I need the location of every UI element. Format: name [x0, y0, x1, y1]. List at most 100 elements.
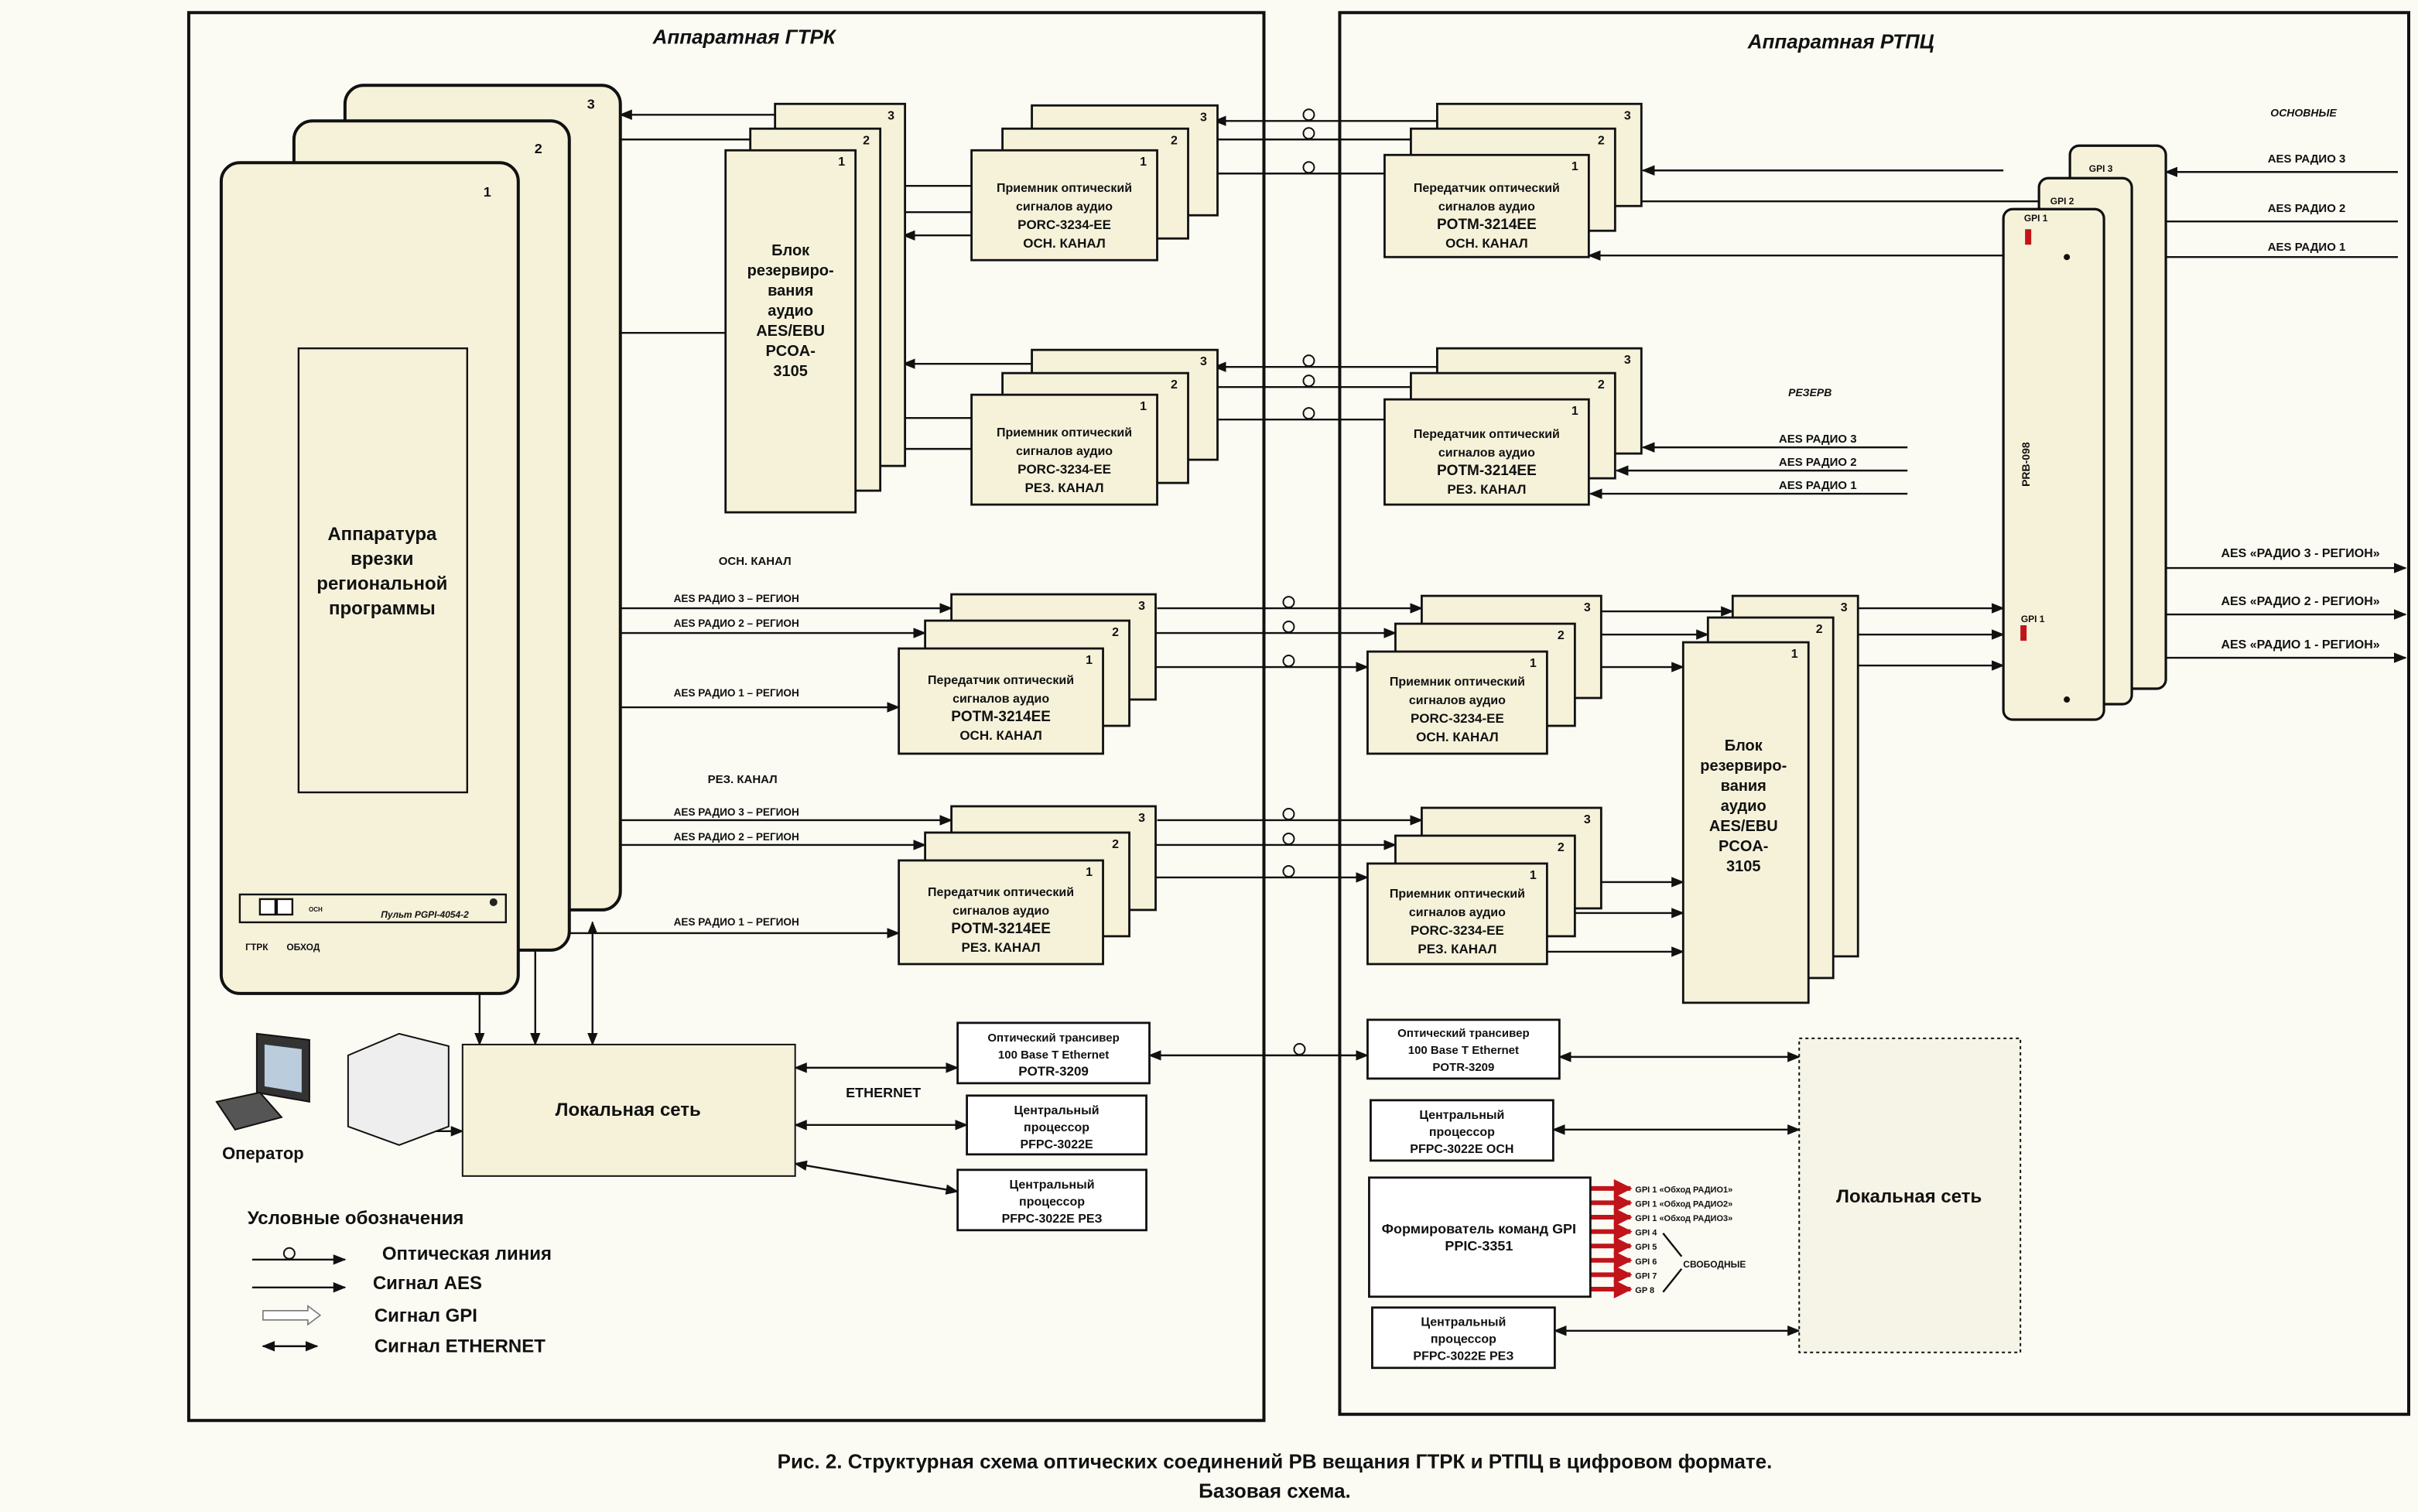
inputs-main-title: ОСНОВНЫЕ: [2270, 106, 2337, 118]
right-processor-osn-text: PFPC-3022E ОСН: [1410, 1143, 1513, 1156]
left-tx-rez-unit-1: [898, 859, 1104, 966]
gtrk-inner-panel: [297, 347, 469, 794]
monitor-screen: [264, 1044, 302, 1093]
optical-line-marker: [1293, 1042, 1306, 1055]
panel-name: Пульт PGPI-4054-2: [381, 909, 469, 920]
left-receiver-rez-number: 3: [1200, 355, 1207, 368]
input-main-label: AES РАДИО 2: [2268, 202, 2346, 215]
optical-line-marker: [1282, 864, 1295, 877]
ethernet-link: [794, 1160, 959, 1195]
right-transceiver-text: Оптический трансивер: [1397, 1027, 1529, 1040]
gpi-output-label: GP 8: [1635, 1286, 1654, 1295]
right-tx-rez-text: РЕЗ. КАНАЛ: [1447, 482, 1526, 497]
input-reserve-label: AES РАДИО 2: [1779, 456, 1857, 469]
right-reserve-block-text: Блок: [1725, 737, 1763, 754]
left-tx-rez-text: Передатчик оптический: [928, 886, 1074, 899]
right-tx-osn-text: Передатчик оптический: [1414, 182, 1560, 195]
left-processor-text: PFPC-3022E: [1020, 1138, 1093, 1151]
right-receiver-rez-number: 2: [1558, 841, 1565, 854]
left-tx-osn-text: POTM-3214EE: [951, 709, 1051, 725]
button-gtrk-label: ГТРК: [245, 942, 268, 953]
left-transceiver-text: Оптический трансивер: [987, 1031, 1119, 1045]
right-processor-rez-text: PFPC-3022E РЕЗ: [1413, 1350, 1513, 1363]
left-tx-osn-text: Передатчик оптический: [928, 674, 1074, 687]
left-processor-rez-box: [956, 1168, 1147, 1232]
left-receiver-osn-number: 2: [1171, 134, 1178, 147]
optical-line-marker: [282, 1247, 296, 1260]
output-label: AES «РАДИО 1 - РЕГИОН»: [2221, 638, 2379, 652]
legend-optical-label: Оптическая линия: [382, 1243, 552, 1264]
prb-gpi1-label: GPI 1: [2024, 213, 2048, 224]
right-tx-osn-number: 3: [1624, 109, 1631, 122]
figure-caption-subtitle: Базовая схема.: [1199, 1480, 1351, 1503]
left-room-frame: [186, 11, 1266, 1422]
local-network-right: [1798, 1037, 2022, 1353]
optical-line-marker: [1302, 108, 1315, 121]
left-reserve-block-unit-1: [724, 149, 857, 514]
left-reserve-block-text: AES/EBU: [756, 323, 825, 340]
region-signal-label: AES РАДИО 1 – РЕГИОН: [674, 916, 799, 928]
optical-line-marker: [1302, 407, 1315, 420]
gpi-former-text: PPIC-3351: [1445, 1238, 1513, 1254]
gtrk-number: 3: [587, 96, 595, 111]
gpi-output-label: GPI 4: [1635, 1229, 1657, 1238]
gpi-output-label: GPI 1 «Обход РАДИО3»: [1635, 1214, 1732, 1223]
left-receiver-rez-text: Приемник оптический: [997, 426, 1132, 440]
left-reserve-block-text: резервиро-: [747, 262, 834, 279]
right-transceiver-text: 100 Base T Ethernet: [1408, 1044, 1519, 1057]
right-tx-osn-text: POTM-3214EE: [1437, 217, 1537, 233]
left-tx-rez-number: 2: [1112, 838, 1119, 851]
right-tx-rez-text: POTM-3214EE: [1437, 463, 1537, 479]
input-main-label: AES РАДИО 3: [2268, 152, 2346, 166]
left-tx-osn-number: 3: [1138, 600, 1145, 613]
right-reserve-block-text: PCOA-: [1719, 838, 1768, 855]
left-tx-rez-number: 1: [1086, 866, 1093, 879]
right-reserve-block-number: 2: [1816, 623, 1823, 636]
left-receiver-rez-text: РЕЗ. КАНАЛ: [1025, 481, 1104, 495]
region-signal-label: AES РАДИО 1 – РЕГИОН: [674, 687, 799, 699]
left-reserve-block-text: Блок: [771, 242, 810, 259]
optical-line-marker: [1282, 621, 1295, 634]
left-receiver-rez-number: 2: [1171, 378, 1178, 392]
left-tx-rez-text: РЕЗ. КАНАЛ: [962, 940, 1041, 955]
gtrk-number: 2: [535, 141, 542, 156]
left-processor-rez-text: Центральный: [1010, 1178, 1095, 1192]
inputs-reserve-title: РЕЗЕРВ: [1788, 386, 1831, 399]
right-tx-osn-number: 1: [1572, 160, 1578, 173]
right-tx-osn-number: 2: [1598, 134, 1605, 147]
rez-channel-title: РЕЗ. КАНАЛ: [708, 773, 778, 786]
prb-gpi1-bottom-label: GPI 1: [2021, 614, 2045, 624]
right-processor-rez-text: процессор: [1431, 1333, 1496, 1346]
left-tx-osn-text: сигналов аудио: [952, 693, 1049, 706]
free-leader: [1662, 1268, 1683, 1293]
region-signal-label: AES РАДИО 3 – РЕГИОН: [674, 593, 799, 604]
optical-line-marker: [1302, 127, 1315, 140]
optical-line-marker: [1302, 354, 1315, 368]
left-receiver-osn-number: 1: [1140, 156, 1147, 169]
panel-indicator-label: ОСН: [309, 906, 323, 913]
left-reserve-block-text: аудио: [768, 303, 813, 320]
region-signal-label: AES РАДИО 2 – РЕГИОН: [674, 617, 799, 629]
right-receiver-rez-number: 1: [1530, 869, 1537, 882]
right-receiver-rez-unit-1: [1366, 862, 1548, 966]
left-processor-rez-text: PFPC-3022E РЕЗ: [1002, 1213, 1103, 1226]
gpi-red-arrow-icon: [2025, 229, 2032, 245]
region-signal-label: AES РАДИО 2 – РЕГИОН: [674, 831, 799, 843]
right-tx-rez-number: 1: [1572, 405, 1578, 418]
input-main-label: AES РАДИО 1: [2268, 241, 2346, 254]
legend-title: Условные обозначения: [248, 1208, 463, 1229]
left-receiver-osn-number: 3: [1200, 111, 1207, 124]
right-receiver-osn-unit-1: [1366, 650, 1548, 755]
legend-gpi-label: Сигнал GPI: [374, 1305, 477, 1326]
right-transceiver-box: [1366, 1018, 1561, 1080]
prb-name: PRB-098: [2020, 442, 2032, 487]
right-receiver-osn-text: PORC-3234-EE: [1411, 711, 1504, 726]
right-processor-rez-text: Центральный: [1421, 1316, 1506, 1329]
right-receiver-rez-text: РЕЗ. КАНАЛ: [1418, 942, 1496, 956]
left-reserve-block-text: PCOA-: [765, 343, 815, 360]
left-receiver-osn-text: PORC-3234-EE: [1017, 217, 1111, 232]
gpi-former-box: [1368, 1176, 1592, 1298]
right-reserve-block-text: 3105: [1726, 858, 1760, 875]
gtrk-main-label: программы: [329, 598, 436, 619]
prb-unit-1: [2002, 207, 2105, 721]
